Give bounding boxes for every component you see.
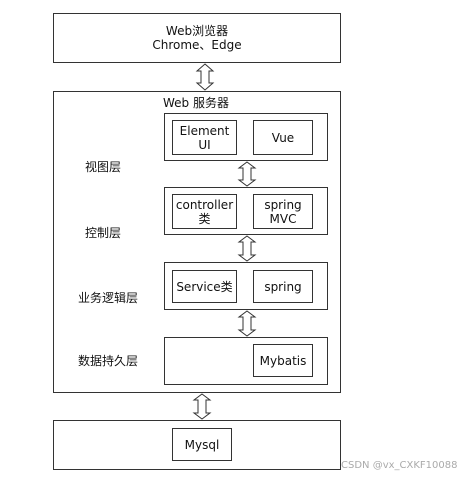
watermark: CSDN @vx_CXKF10088 [341, 460, 457, 471]
browser-subtitle: Chrome、Edge [152, 38, 242, 52]
vue-box: Vue [253, 120, 313, 155]
double-arrow-icon [237, 161, 257, 187]
mybatis-box: Mybatis [253, 344, 313, 377]
persistence-layer-label: 数据持久层 [78, 354, 139, 368]
view-layer-label: 视图层 [85, 160, 122, 174]
web-server-title: Web 服务器 [163, 96, 229, 110]
double-arrow-icon [192, 393, 212, 420]
mysql-box: Mysql [172, 428, 232, 461]
browser-title: Web浏览器 [165, 24, 229, 38]
double-arrow-icon [237, 235, 257, 262]
business-layer-label: 业务逻辑层 [78, 291, 139, 305]
control-layer-label: 控制层 [85, 226, 122, 240]
spring-box: spring [253, 270, 313, 303]
browser-box: Web浏览器 Chrome、Edge [53, 13, 341, 63]
controller-box: controller 类 [172, 194, 237, 229]
double-arrow-icon [195, 63, 215, 91]
element-ui-box: Element UI [172, 120, 237, 155]
spring-mvc-box: spring MVC [253, 194, 313, 229]
double-arrow-icon [237, 310, 257, 337]
service-box: Service类 [172, 270, 237, 303]
